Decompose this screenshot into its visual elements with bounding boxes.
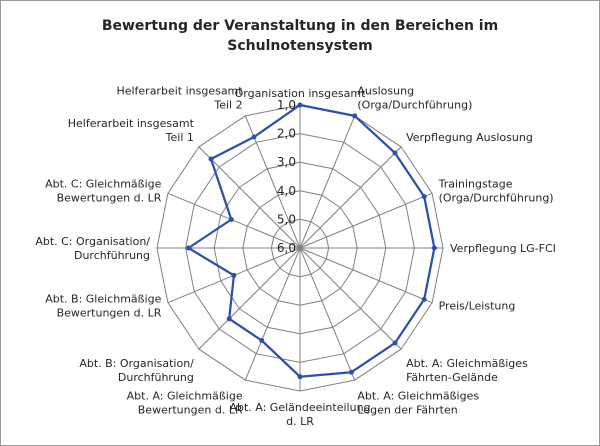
data-point-4: [421, 194, 427, 200]
category-label-line: Bewertungen d. LR: [138, 404, 243, 417]
data-point-7: [392, 340, 398, 346]
tick-label-5: 5,0: [277, 212, 296, 226]
data-point-5: [431, 245, 437, 251]
data-point-11: [226, 316, 232, 322]
category-label-1: Organisation insgesamt: [235, 87, 366, 100]
data-point-8: [348, 369, 354, 375]
category-label-13: Abt. C: Organisation/Durchführung: [35, 235, 150, 262]
category-label-line: Helferarbeit insgesamt: [116, 84, 243, 97]
category-label-11: Abt. B: Organisation/Durchführung: [79, 357, 194, 384]
category-label-line: Organisation insgesamt: [235, 87, 366, 100]
category-label-line: Helferarbeit insgesamt: [68, 117, 195, 130]
category-label-5: Verpflegung LG-FCI: [450, 242, 556, 255]
axis-spoke-3: [299, 146, 402, 249]
axis-spoke-8: [299, 247, 356, 381]
category-label-line: (Orga/Durchführung): [439, 192, 554, 205]
category-label-line: Legen der Fährten: [357, 404, 457, 417]
category-label-6: Preis/Leistung: [439, 299, 516, 312]
axis-spoke-10: [244, 247, 301, 381]
category-label-line: Bewertungen d. LR: [57, 192, 162, 205]
category-label-line: Durchführung: [74, 249, 150, 262]
axis-spoke-4: [299, 192, 433, 249]
data-point-12: [231, 272, 237, 278]
tick-label-3: 3,0: [277, 155, 296, 169]
category-label-line: Bewertungen d. LR: [57, 306, 162, 319]
tick-label-6: 6,0: [277, 241, 296, 255]
category-label-line: Abt. A: Gleichmäßiges: [406, 357, 528, 370]
category-label-line: Teil 1: [165, 131, 194, 144]
category-label-4: Trainingstage(Orga/Durchführung): [438, 178, 554, 205]
category-label-line: Verpflegung LG-FCI: [450, 242, 556, 255]
category-label-line: Teil 2: [213, 98, 242, 111]
category-label-line: Abt. C: Organisation/: [35, 235, 150, 248]
category-label-line: Abt. A: Gleichmäßige: [127, 390, 243, 403]
data-point-1: [297, 102, 303, 108]
axis-spoke-15: [198, 146, 301, 249]
data-point-2: [352, 113, 358, 119]
chart-title: Bewertung der Veranstaltung in den Berei…: [0, 16, 600, 56]
category-label-line: Abt. A: Geländeeinteilung: [229, 401, 370, 414]
series-line: [187, 103, 436, 378]
category-label-line: (Orga/Durchführung): [357, 98, 472, 111]
category-label-line: Abt. C: Gleichmäßige: [45, 178, 162, 191]
data-point-13: [186, 245, 191, 251]
data-point-3: [392, 150, 398, 156]
axis-spoke-7: [299, 247, 402, 350]
category-label-line: Verpflegung Auslosung: [406, 131, 533, 144]
axis-spoke-2: [299, 115, 356, 249]
data-point-9: [297, 374, 303, 380]
data-point-14: [228, 217, 234, 222]
category-label-3: Verpflegung Auslosung: [406, 131, 533, 144]
category-label-line: Abt. A: Gleichmäßiges: [357, 390, 479, 403]
chart-title-line-2: Schulnotensystem: [227, 38, 373, 54]
category-label-line: d. LR: [286, 415, 314, 428]
tick-label-1: 1,0: [277, 98, 296, 112]
category-label-2: Auslosung(Orga/Durchführung): [357, 84, 472, 111]
tick-label-2: 2,0: [277, 127, 296, 141]
category-label-line: Trainingstage: [438, 178, 513, 191]
tick-label-4: 4,0: [277, 184, 296, 198]
axis-spoke-6: [299, 247, 433, 304]
axis-spoke-11: [198, 247, 301, 350]
data-point-15: [208, 156, 214, 162]
category-label-line: Abt. B: Organisation/: [79, 357, 194, 370]
data-point-10: [259, 338, 265, 343]
data-point-16: [251, 134, 257, 140]
chart-title-line-1: Bewertung der Veranstaltung in den Berei…: [101, 18, 499, 34]
category-label-line: Auslosung: [357, 84, 414, 97]
category-label-line: Fährten-Gelände: [406, 371, 498, 384]
data-point-6: [421, 296, 427, 302]
category-label-line: Preis/Leistung: [439, 299, 516, 312]
category-label-line: Abt. B: Gleichmäßige: [45, 292, 161, 305]
category-label-line: Durchführung: [118, 371, 194, 384]
axis-spoke-14: [167, 192, 301, 249]
